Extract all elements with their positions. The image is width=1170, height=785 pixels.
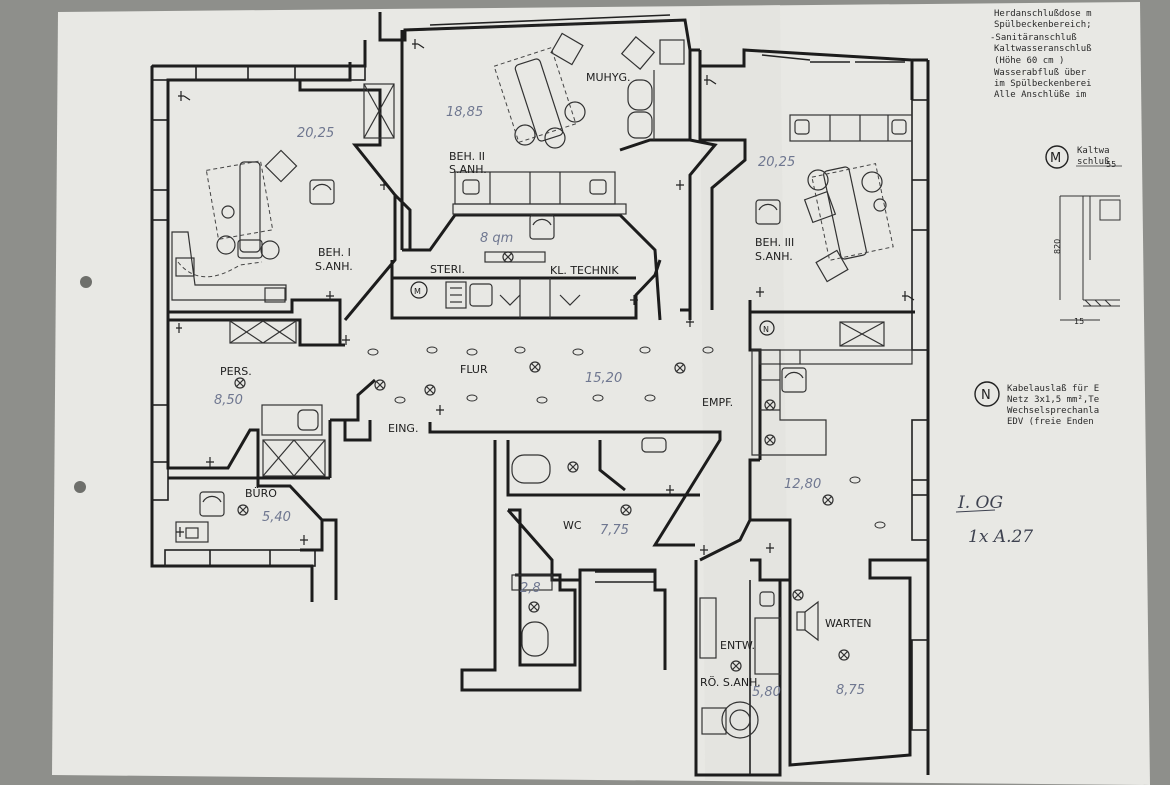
area-ro: 5,80 [752,685,781,700]
area-flur: 15,20 [585,371,622,386]
legend-m: M Kaltwa schluß [1045,145,1122,169]
room-label-entw: ENTW. [720,639,755,652]
room-label-buero: BÜRO [245,487,277,500]
area-empf: 12,80 [784,477,821,492]
room-label-kltechnik: KL. TECHNIK [550,264,619,277]
legend-dimension-detail [1059,195,1121,321]
room-label-beh3: BEH. III [755,236,794,249]
paper-fold-shade [700,5,790,780]
room-label-eing: EING. [388,422,418,435]
legend-line: -Sanitäranschluß [990,33,1077,43]
area-pers: 8,50 [214,393,243,408]
legend-line: Herdanschlußdose m [994,9,1092,19]
svg-text:M: M [1050,151,1061,166]
room-label-muhyg: MUHYG. [586,71,631,84]
handwritten-notes: I. OG 1x A.27 [955,493,1033,547]
svg-text:N: N [763,325,769,334]
area-wc2: 2,8 [520,581,541,596]
dim-top: 55 [1106,160,1116,169]
ceiling-lights [234,251,886,672]
area-beh3: 20,25 [758,155,795,170]
svg-text:Kaltwa: Kaltwa [1077,146,1110,156]
stool-icon [199,179,807,517]
area-wc: 7,75 [600,523,629,538]
svg-text:M: M [414,287,421,296]
room-label-warten: WARTEN [825,617,872,630]
legend-line: Alle Anschlüße im [994,90,1086,100]
room-label-beh2: BEH. II [449,150,485,163]
area-buero: 5,40 [262,510,291,525]
dim-height: 820 [1053,239,1062,254]
legend-line: Kaltwasseranschluß [994,44,1092,54]
punch-hole-bottom [74,481,86,493]
legend-line: im Spülbeckenberei [994,79,1092,89]
punch-hole-top [80,276,92,288]
legend-top: Herdanschlußdose m Spülbeckenbereich; -S… [990,9,1092,100]
paper-sheet [52,2,1150,785]
room-label-ro: RÖ. S.ANH. [700,676,761,689]
svg-text:schluß: schluß [1077,157,1110,167]
room-areas: 20,25 18,85 20,25 8 qm 15,20 8,50 12,80 … [214,105,865,700]
interior-walls [166,40,915,692]
svg-text:Netz 3x1,5 mm²,Te: Netz 3x1,5 mm²,Te [1007,395,1099,405]
room-label-pers: PERS. [220,365,252,378]
room-sub-beh1: S.ANH. [315,260,353,273]
room-label-flur: FLUR [460,363,488,376]
legend-line: Wasserabfluß über [994,68,1087,78]
svg-text:Wechselsprechanla: Wechselsprechanla [1007,406,1099,416]
room-label-empf: EMPF. [702,396,733,409]
floor-note: I. OG [957,493,1003,513]
area-steri: 8 qm [480,231,513,246]
outer-walls [150,12,930,777]
outlets [176,39,915,555]
room-label-wc: WC [563,519,582,532]
plan-symbol-m: M [410,281,428,299]
area-beh1: 20,25 [297,126,334,141]
plan-symbol-n: N [759,320,775,336]
svg-text:Kabelauslaß für E: Kabelauslaß für E [1007,384,1099,394]
room-sub-beh2: S.ANH. [449,163,487,176]
room-label-beh1: BEH. I [318,246,351,259]
furniture [171,32,913,739]
speaker-icon [796,600,819,642]
legend-line: (Höhe 60 cm ) [994,56,1064,66]
room-labels: BEH. I S.ANH. BEH. II S.ANH. BEH. III S.… [220,71,872,689]
legend-n: N Kabelauslaß für E Netz 3x1,5 mm²,Te We… [974,381,1099,427]
area-warten: 8,75 [836,683,865,698]
area-beh2: 18,85 [446,105,483,120]
legend-line: Spülbeckenbereich; [994,20,1092,30]
room-sub-beh3: S.ANH. [755,250,793,263]
scale-note: 1x A.27 [968,527,1033,547]
svg-text:N: N [981,388,991,403]
svg-text:EDV (freie Enden: EDV (freie Enden [1007,417,1094,427]
dim-bottom: 15 [1074,317,1084,326]
room-label-steri: STERI. [430,263,465,276]
